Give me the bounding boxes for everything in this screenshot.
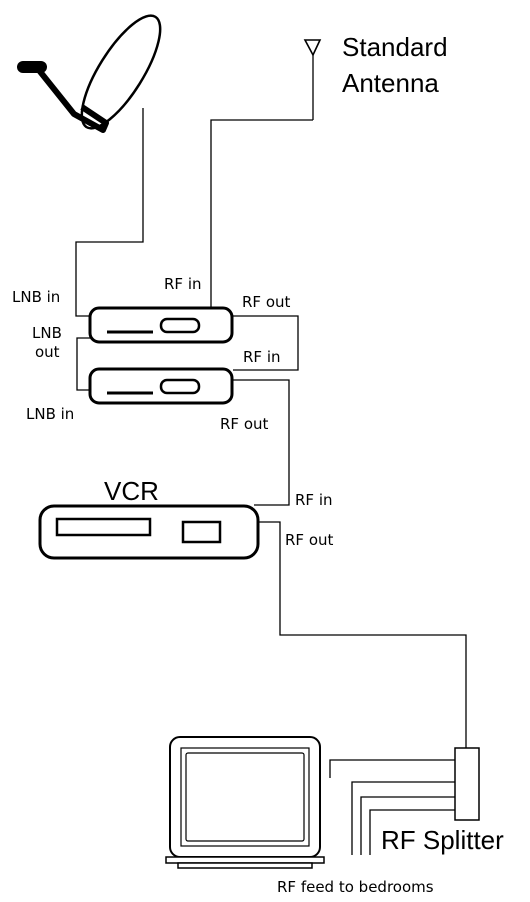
receiver1-rf-in-label: RF in	[164, 275, 202, 293]
receiver1-rf-out-label: RF out	[242, 293, 291, 311]
vcr-rf-out-label: RF out	[285, 531, 334, 549]
satellite-dish-icon	[17, 14, 162, 133]
receiver2-lnb-in-label: LNB in	[26, 405, 74, 423]
vcr-label: VCR	[104, 476, 159, 506]
rf-splitter	[454, 747, 480, 821]
receiver1-lnb-in-label: LNB in	[12, 288, 60, 306]
antenna-icon	[303, 39, 322, 120]
receiver2-rf-in-label: RF in	[243, 348, 281, 366]
television-icon	[165, 736, 325, 869]
antenna-label-line1: Standard	[342, 32, 448, 62]
antenna-label-line2: Antenna	[342, 68, 439, 98]
lnb-out-label-line2: out	[35, 343, 60, 361]
cables	[75, 108, 467, 855]
satellite-receiver-2	[88, 367, 234, 405]
receiver2-rf-out-label: RF out	[220, 415, 269, 433]
vcr-rf-in-label: RF in	[295, 491, 333, 509]
vcr-device	[38, 504, 260, 560]
bedroom-feed-label: RF feed to bedrooms	[277, 878, 434, 896]
satellite-receiver-1	[88, 306, 234, 344]
rf-splitter-label: RF Splitter	[381, 825, 504, 855]
lnb-out-label-line1: LNB	[32, 324, 62, 342]
